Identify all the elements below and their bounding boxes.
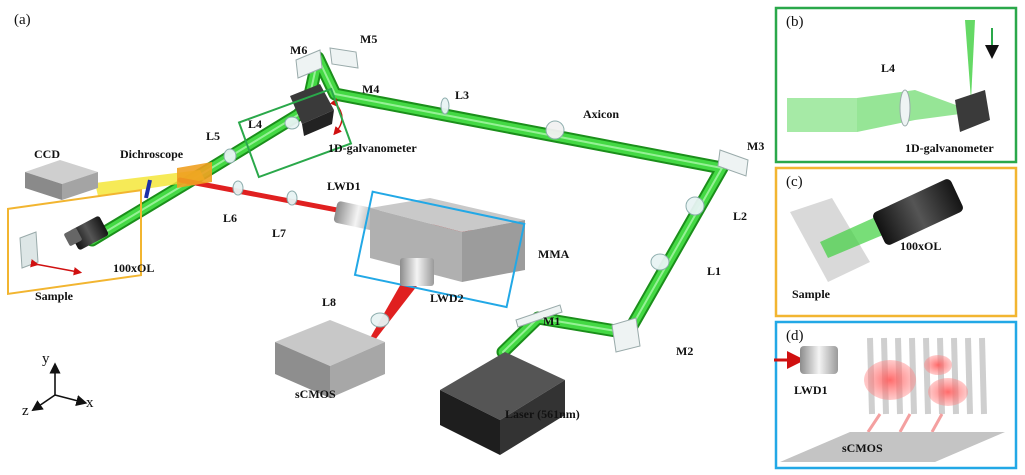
inset-d-scmos-label: sCMOS [842,441,883,455]
inset-c-sample-label: Sample [792,287,831,301]
label-m2: M2 [676,344,693,358]
galvanometer [290,84,334,136]
label-lwd1: LWD1 [327,179,361,193]
inset-c-beam [820,215,890,258]
inset-d-spot-3 [928,378,968,406]
label-scmos: sCMOS [295,387,336,401]
inset-d-spot-2 [924,355,952,375]
label-objective: 100xOL [113,261,154,275]
label-dichroscope: Dichroscope [120,147,184,161]
mirrors [295,47,749,353]
label-laser: Laser (561nm) [505,407,580,421]
inset-d-spot-1 [864,360,916,400]
label-l7: L7 [272,226,286,240]
inset-d-scmos-plane [780,432,1005,462]
inset-d-lwd1-label: LWD1 [794,383,828,397]
panel-tag-b: (b) [786,14,804,30]
label-m3: M3 [747,139,764,153]
inset-b-lens [899,89,911,127]
lwd2-objective [400,258,434,286]
lenses [223,97,705,328]
inset-c-objective-label: 100xOL [900,239,941,253]
sample-highlight-box [7,189,142,296]
inset-c-objective [873,179,963,245]
label-m4: M4 [362,82,379,96]
label-l8: L8 [322,295,336,309]
sample-slide [19,231,39,269]
filter-blue [144,179,152,199]
laser-source [440,352,565,455]
panel-tag-c: (c) [786,174,803,190]
label-l3: L3 [455,88,469,102]
label-l1: L1 [707,264,721,278]
ccd-camera [25,160,98,200]
objective-lens [64,216,109,250]
inset-b-frame [774,6,1018,164]
label-l5: L5 [206,129,220,143]
label-l6: L6 [223,211,237,225]
inset-b-bessel-beam [787,20,975,132]
label-m6: M6 [290,43,307,57]
dichroscope [177,162,212,188]
axis-x-label: x [86,395,94,411]
label-m5: M5 [360,32,377,46]
inset-d-output-arrows [866,413,944,433]
label-l4: L4 [248,117,262,131]
label-lwd2: LWD2 [430,291,464,305]
label-galvo: 1D-galvanometer [328,141,417,155]
axis-z-label: z [22,403,29,419]
mma-array [370,198,525,282]
panel-tag-a: (a) [14,12,31,28]
panel-tag-d: (d) [786,328,804,344]
label-axicon: Axicon [583,107,619,121]
label-m1: M1 [543,314,560,328]
label-ccd: CCD [34,147,60,161]
mma-highlight-box [353,190,526,309]
green-beam-path [85,51,729,359]
sample-scan-arrow [30,259,83,276]
inset-d-lwd1 [800,346,838,374]
label-mma: MMA [538,247,570,261]
inset-b-galvo [955,90,990,132]
galvo-highlight-box [237,87,353,179]
label-sample: Sample [35,289,74,303]
inset-b-galvo-label: 1D-galvanometer [905,141,994,155]
label-l2: L2 [733,209,747,223]
axes-indicator [31,362,88,412]
inset-b-l4-label: L4 [881,61,895,75]
axis-y-label: y [42,351,50,367]
scmos-camera [275,320,385,398]
